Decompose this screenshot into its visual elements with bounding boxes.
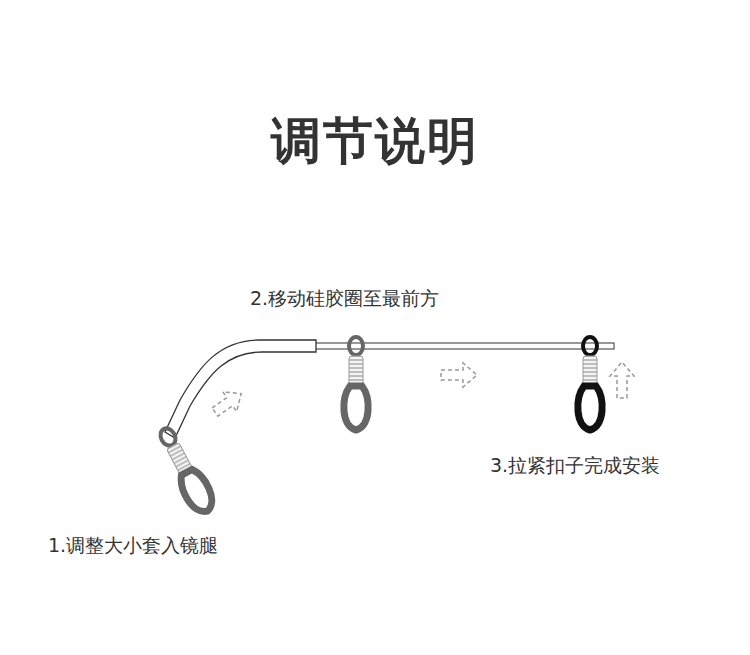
step-label: 1.调整大小套入镜腿	[48, 533, 218, 559]
step-label: 3.拉紧扣子完成安装	[490, 453, 660, 479]
diagram-title: 调节说明	[271, 108, 479, 175]
step-label: 2.移动硅胶圈至最前方	[250, 286, 439, 312]
